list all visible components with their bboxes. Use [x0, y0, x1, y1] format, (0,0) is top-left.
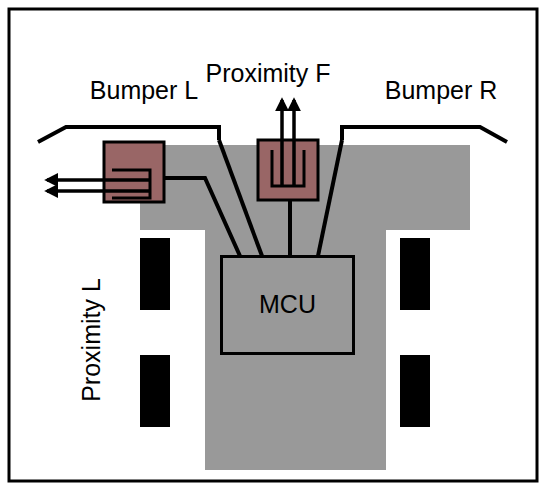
part-label: Bumper L [90, 77, 198, 105]
wires [165, 140, 342, 256]
proximity-sensor-left [47, 142, 164, 202]
mcu-box: MCU [220, 255, 355, 355]
node-text: MCU [259, 291, 316, 319]
wheels [140, 238, 430, 427]
part-label: Proximity L [78, 278, 106, 402]
proximity-sensor-front [258, 100, 318, 200]
part-label: Bumper R [385, 77, 498, 105]
part-label: Proximity F [206, 60, 331, 88]
frame [9, 9, 537, 481]
